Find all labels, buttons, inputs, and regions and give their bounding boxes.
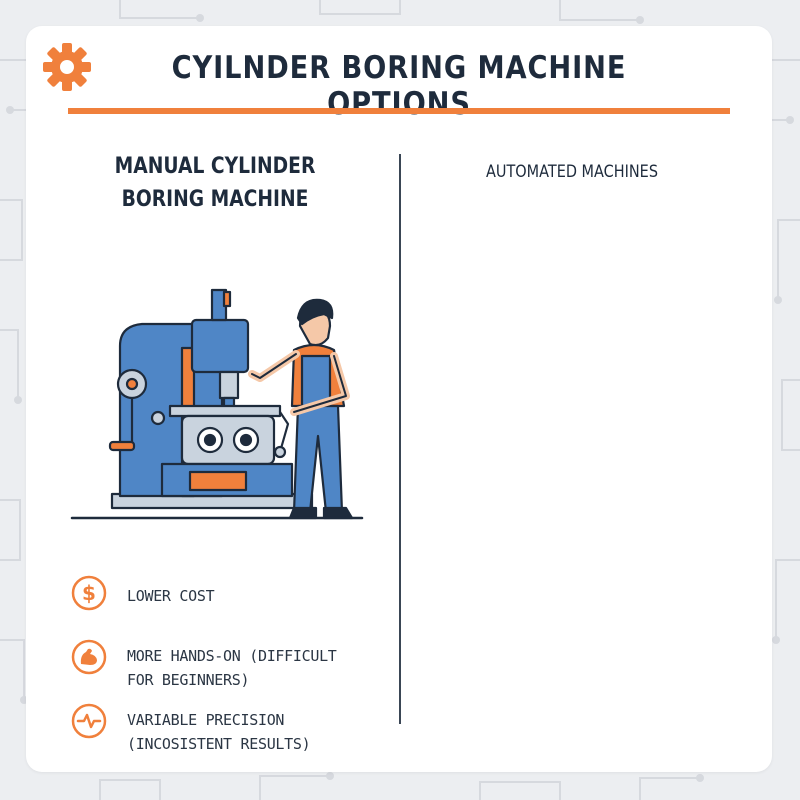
waveform-icon — [71, 703, 107, 739]
dollar-icon: $ — [71, 575, 107, 611]
page-title: CYILNDER BORING MACHINE OPTIONS — [171, 50, 627, 122]
feature-text: MORE HANDS-ON (DIFFICULT FOR BEGINNERS) — [127, 647, 337, 689]
manual-title-line2: BORING MACHINE — [121, 187, 309, 212]
manual-title-line1: MANUAL CYLINDER — [114, 154, 316, 179]
feature-text: LOWER COST — [127, 587, 215, 605]
list-item: VARIABLE PRECISION (INCOSISTENT RESULTS) — [70, 702, 390, 766]
list-item: MORE HANDS-ON (DIFFICULT FOR BEGINNERS) — [70, 638, 390, 702]
svg-text:$: $ — [82, 581, 96, 605]
boring-machine-illustration — [70, 288, 364, 520]
column-divider — [399, 154, 401, 724]
feature-text: VARIABLE PRECISION (INCOSISTENT RESULTS) — [127, 711, 311, 753]
manual-column-title: MANUAL CYLINDER BORING MACHINE — [100, 150, 330, 216]
feature-list: $ LOWER COST MORE HANDS-ON (DIFFICULT FO… — [70, 574, 390, 766]
list-item: $ LOWER COST — [70, 574, 390, 638]
options-card: CYILNDER BORING MACHINE OPTIONS MANUAL C… — [26, 26, 772, 772]
title-underline — [68, 108, 730, 114]
flexed-arm-icon — [71, 639, 107, 675]
automated-column-title: AUTOMATED MACHINES — [485, 162, 658, 182]
gear-icon — [43, 43, 91, 91]
